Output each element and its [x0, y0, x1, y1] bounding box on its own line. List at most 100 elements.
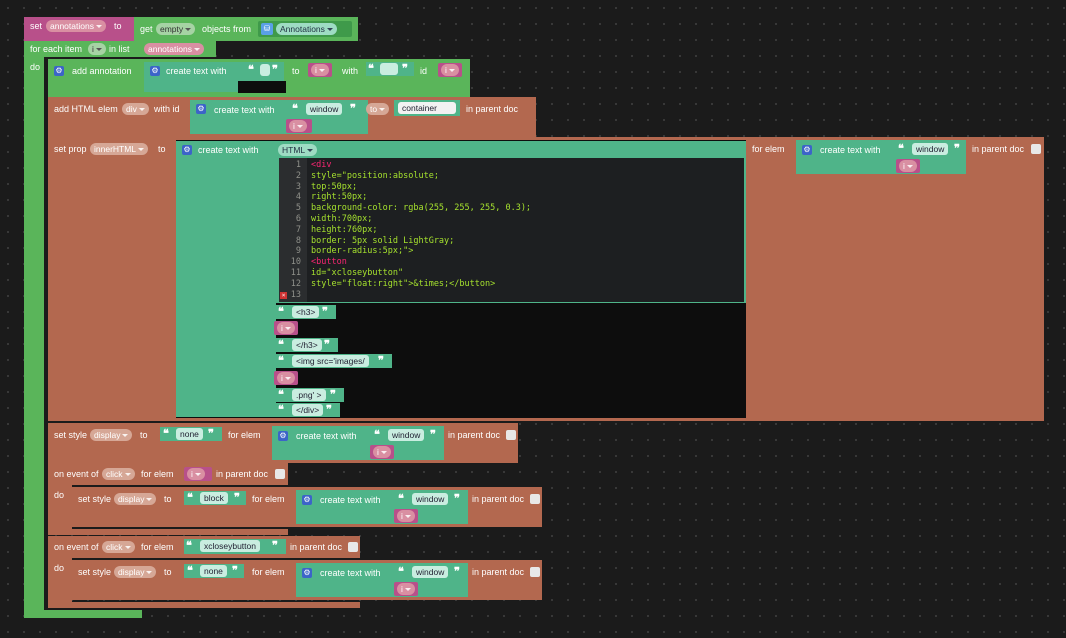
gear-icon[interactable]: ⚙ — [196, 104, 206, 114]
var-i-block[interactable]: i — [274, 321, 298, 335]
set-style-block[interactable]: set style display to ❝ none ❞ for elem ⚙… — [48, 423, 518, 463]
text-item-h3-open[interactable]: ❝ <h3> ❞ — [274, 305, 336, 319]
value-text-slot[interactable]: ❝ none ❞ — [184, 564, 244, 578]
create-text-block[interactable]: ⚙ create text with ❝ window ❞ i — [272, 426, 444, 460]
var-i-dropdown[interactable]: i — [373, 446, 391, 458]
text-slot-with[interactable]: ❝ ❞ — [366, 62, 414, 76]
var-i-dropdown[interactable]: i — [289, 120, 307, 132]
var-i-dropdown[interactable]: i — [311, 64, 329, 76]
in-parent-doc-checkbox[interactable] — [348, 542, 358, 552]
value-text-field[interactable]: none — [200, 565, 227, 577]
in-parent-doc-checkbox[interactable] — [506, 430, 516, 440]
var-i-dropdown[interactable]: i — [187, 468, 205, 480]
loop-var-dropdown[interactable]: i — [88, 43, 106, 55]
in-parent-doc-checkbox[interactable] — [530, 494, 540, 504]
text-item-div-close[interactable]: ❝ </div> ❞ — [274, 403, 340, 417]
variable-dropdown[interactable]: annotations — [46, 20, 106, 32]
gear-icon[interactable]: ⚙ — [54, 66, 64, 76]
source-dropdown[interactable]: Annotations — [276, 23, 337, 35]
var-i-block[interactable]: i — [438, 63, 462, 77]
text-field[interactable]: <img src='images/ — [292, 355, 369, 367]
in-parent-doc-checkbox[interactable] — [530, 567, 540, 577]
list-dropdown[interactable]: annotations — [144, 43, 204, 55]
add-annotation-block[interactable]: ⚙ add annotation ⚙ create text with ❝ ❞ … — [48, 59, 470, 97]
var-i-block[interactable]: i — [394, 509, 418, 523]
add-html-elem-block[interactable]: add HTML elem div with id ⚙ create text … — [48, 97, 536, 137]
elem-type-dropdown[interactable]: div — [122, 103, 149, 115]
annotations-source[interactable]: ⛁ Annotations — [258, 21, 352, 37]
var-i-block[interactable]: i — [308, 63, 332, 77]
window-text-slot[interactable]: ❝ window ❞ — [896, 142, 966, 156]
text-field[interactable]: .png' > — [292, 389, 326, 401]
prop-dropdown[interactable]: innerHTML — [90, 143, 149, 155]
text-item-png[interactable]: ❝ .png' > ❞ — [274, 388, 344, 402]
gear-icon[interactable]: ⚙ — [802, 145, 812, 155]
create-text-block[interactable]: ⚙ create text with ❝ window ❞ i — [296, 563, 468, 597]
window-text-field[interactable]: window — [412, 493, 449, 505]
var-i-block[interactable]: i — [184, 467, 212, 481]
var-i-dropdown[interactable]: i — [899, 160, 917, 172]
gear-icon[interactable]: ⚙ — [182, 145, 192, 155]
event-dropdown[interactable]: click — [102, 468, 135, 480]
value-text-field[interactable]: block — [200, 492, 228, 504]
var-i-block[interactable]: i — [394, 582, 418, 596]
text-field[interactable]: </h3> — [292, 339, 322, 351]
window-text-slot[interactable]: ❝ window ❞ — [372, 428, 442, 442]
text-item-h3-close[interactable]: ❝ </h3> ❞ — [274, 338, 338, 352]
create-text-block[interactable]: ⚙ create text with ❝ window ❞ i — [296, 490, 468, 524]
window-text-slot[interactable]: ❝ window ❞ — [290, 102, 364, 116]
text-field[interactable]: <h3> — [292, 306, 320, 318]
event-dropdown[interactable]: click — [102, 541, 135, 553]
set-style-block[interactable]: set style display to ❝ block ❞ for elem … — [72, 487, 542, 527]
empty-text-field[interactable] — [260, 64, 270, 76]
gear-icon[interactable]: ⚙ — [278, 431, 288, 441]
text-slot[interactable]: ❝ ❞ — [246, 63, 282, 77]
position-dropdown[interactable]: to — [366, 103, 390, 115]
mode-dropdown[interactable]: HTML — [278, 144, 318, 156]
get-objects-block[interactable]: get empty objects from ⛁ Annotations — [134, 17, 358, 41]
window-text-field[interactable]: window — [388, 429, 425, 441]
text-item-img[interactable]: ❝ <img src='images/ ❞ — [274, 354, 392, 368]
empty-text-field[interactable] — [380, 63, 398, 75]
value-text-slot[interactable]: ❝ none ❞ — [160, 427, 222, 441]
for-each-block[interactable]: for each item i in list annotations — [24, 41, 216, 57]
var-i-dropdown[interactable]: i — [397, 510, 415, 522]
create-text-block[interactable]: ⚙ create text with ❝ ❞ — [144, 62, 284, 92]
gear-icon[interactable]: ⚙ — [302, 568, 312, 578]
window-text-field[interactable]: window — [306, 103, 343, 115]
create-text-block[interactable]: ⚙ create text with ❝ window ❞ i — [796, 140, 966, 174]
create-text-html-block[interactable]: ⚙ create text with — [176, 141, 276, 417]
value-text-field[interactable]: none — [176, 428, 203, 440]
window-text-field[interactable]: window — [912, 143, 949, 155]
in-parent-doc-checkbox[interactable] — [1031, 144, 1041, 154]
container-text-field[interactable]: container — [398, 102, 456, 114]
elem-text-field[interactable]: xcloseybutton — [200, 540, 260, 552]
style-prop-dropdown[interactable]: display — [90, 429, 133, 441]
window-text-field[interactable]: window — [412, 566, 449, 578]
text-field[interactable]: </div> — [292, 404, 324, 416]
var-i-dropdown[interactable]: i — [441, 64, 459, 76]
in-parent-doc-checkbox[interactable] — [275, 469, 285, 479]
style-prop-dropdown[interactable]: display — [114, 566, 157, 578]
var-i-dropdown[interactable]: i — [277, 322, 295, 334]
gear-icon[interactable]: ⚙ — [302, 495, 312, 505]
elem-text-slot[interactable]: ❝ xcloseybutton ❞ — [184, 539, 286, 554]
set-variable-block[interactable]: set annotations to — [24, 17, 134, 41]
on-event-block[interactable]: on event of click for elem i in parent d… — [48, 463, 288, 485]
var-i-block[interactable]: i — [274, 371, 298, 385]
window-text-slot[interactable]: ❝ window ❞ — [396, 565, 466, 579]
container-text-block[interactable]: container — [394, 100, 460, 116]
empty-dropdown[interactable]: empty — [156, 23, 196, 35]
var-i-block[interactable]: i — [896, 159, 920, 173]
set-style-block[interactable]: set style display to ❝ none ❞ for elem ⚙… — [72, 560, 542, 600]
value-text-slot[interactable]: ❝ block ❞ — [184, 491, 246, 505]
var-i-dropdown[interactable]: i — [397, 583, 415, 595]
window-text-slot[interactable]: ❝ window ❞ — [396, 492, 466, 506]
var-i-block[interactable]: i — [286, 119, 312, 133]
var-i-dropdown[interactable]: i — [277, 372, 295, 384]
style-prop-dropdown[interactable]: display — [114, 493, 157, 505]
empty-input-slot[interactable] — [238, 81, 286, 93]
var-i-block[interactable]: i — [370, 445, 394, 459]
gear-icon[interactable]: ⚙ — [150, 66, 160, 76]
